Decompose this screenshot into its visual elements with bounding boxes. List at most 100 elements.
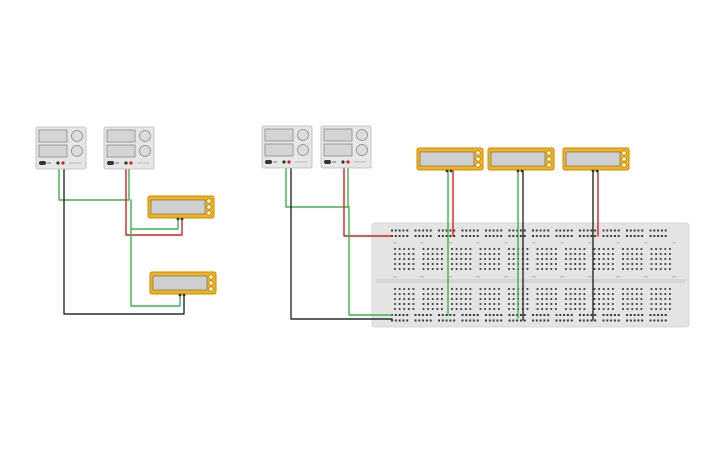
breadboard-hole[interactable]: [479, 303, 482, 305]
breadboard-hole[interactable]: [469, 268, 472, 270]
breadboard-hole[interactable]: [516, 319, 519, 322]
breadboard-hole[interactable]: [460, 288, 463, 290]
breadboard-hole[interactable]: [622, 288, 624, 290]
breadboard-hole[interactable]: [598, 263, 600, 265]
voltage-jack-icon[interactable]: [475, 156, 481, 162]
breadboard-hole[interactable]: [626, 303, 629, 305]
breadboard-hole[interactable]: [559, 229, 562, 232]
breadboard-hole[interactable]: [469, 258, 472, 260]
breadboard-hole[interactable]: [602, 303, 605, 305]
breadboard-hole[interactable]: [631, 288, 634, 290]
breadboard-hole[interactable]: [622, 293, 624, 295]
breadboard-hole[interactable]: [455, 263, 458, 265]
breadboard-hole[interactable]: [422, 319, 425, 322]
breadboard-hole[interactable]: [464, 253, 467, 255]
breadboard-hole[interactable]: [449, 235, 452, 237]
breadboard-hole[interactable]: [493, 248, 496, 250]
breadboard-hole[interactable]: [637, 235, 640, 237]
breadboard-hole[interactable]: [640, 288, 643, 290]
breadboard-hole[interactable]: [650, 288, 653, 290]
breadboard-hole[interactable]: [455, 248, 458, 250]
breadboard-hole[interactable]: [637, 319, 640, 322]
breadboard-hole[interactable]: [657, 235, 660, 237]
breadboard-hole[interactable]: [598, 308, 600, 310]
breadboard-hole[interactable]: [394, 253, 396, 255]
breadboard-hole[interactable]: [455, 298, 458, 300]
breadboard-hole[interactable]: [631, 303, 634, 305]
breadboard-hole[interactable]: [498, 248, 500, 250]
breadboard-hole[interactable]: [451, 268, 453, 270]
breadboard-hole[interactable]: [637, 229, 640, 232]
breadboard-hole[interactable]: [485, 229, 487, 232]
breadboard-hole[interactable]: [563, 235, 566, 237]
breadboard-hole[interactable]: [526, 248, 529, 250]
breadboard-hole[interactable]: [427, 258, 429, 260]
breadboard-hole[interactable]: [492, 229, 495, 232]
breadboard-hole[interactable]: [550, 248, 553, 250]
breadboard-hole[interactable]: [398, 308, 401, 310]
breadboard-hole[interactable]: [498, 303, 500, 305]
breadboard-hole[interactable]: [631, 253, 634, 255]
breadboard-hole[interactable]: [602, 319, 605, 322]
breadboard-hole[interactable]: [547, 235, 550, 237]
breadboard-hole[interactable]: [488, 308, 491, 310]
breadboard-hole[interactable]: [492, 235, 495, 237]
breadboard-hole[interactable]: [469, 263, 472, 265]
breadboard-hole[interactable]: [398, 314, 401, 316]
power-switch[interactable]: [107, 161, 114, 165]
breadboard-hole[interactable]: [407, 288, 410, 290]
breadboard-hole[interactable]: [493, 263, 496, 265]
breadboard-hole[interactable]: [493, 288, 496, 290]
breadboard-hole[interactable]: [563, 229, 566, 232]
breadboard-hole[interactable]: [431, 258, 434, 260]
breadboard-hole[interactable]: [508, 293, 510, 295]
breadboard-hole[interactable]: [664, 314, 667, 316]
breadboard-hole[interactable]: [626, 308, 629, 310]
breadboard-hole[interactable]: [583, 298, 586, 300]
breadboard-hole[interactable]: [441, 268, 443, 270]
breadboard-hole[interactable]: [402, 319, 405, 322]
breadboard-hole[interactable]: [660, 235, 663, 237]
breadboard-hole[interactable]: [565, 248, 567, 250]
breadboard-hole[interactable]: [598, 303, 600, 305]
breadboard-hole[interactable]: [640, 303, 643, 305]
breadboard-hole[interactable]: [526, 308, 529, 310]
breadboard-hole[interactable]: [664, 229, 667, 232]
breadboard-hole[interactable]: [578, 293, 581, 295]
breadboard-hole[interactable]: [519, 229, 522, 232]
breadboard-hole[interactable]: [441, 258, 443, 260]
breadboard-hole[interactable]: [394, 258, 396, 260]
breadboard-hole[interactable]: [479, 248, 482, 250]
breadboard-hole[interactable]: [508, 235, 511, 237]
breadboard-hole[interactable]: [512, 235, 515, 237]
breadboard-hole[interactable]: [422, 248, 425, 250]
breadboard-hole[interactable]: [406, 229, 409, 232]
breadboard-hole[interactable]: [612, 263, 614, 265]
breadboard-hole[interactable]: [536, 268, 539, 270]
breadboard-hole[interactable]: [598, 298, 600, 300]
breadboard-hole[interactable]: [555, 303, 557, 305]
breadboard-hole[interactable]: [464, 303, 467, 305]
breadboard-hole[interactable]: [485, 314, 487, 316]
breadboard-hole[interactable]: [664, 253, 667, 255]
voltage-knob-icon[interactable]: [297, 129, 309, 141]
breadboard-hole[interactable]: [488, 263, 491, 265]
breadboard-hole[interactable]: [412, 253, 415, 255]
breadboard-hole[interactable]: [412, 258, 415, 260]
breadboard-hole[interactable]: [602, 288, 605, 290]
breadboard-hole[interactable]: [607, 303, 610, 305]
breadboard-hole[interactable]: [403, 248, 406, 250]
breadboard-hole[interactable]: [664, 303, 667, 305]
breadboard-hole[interactable]: [594, 319, 597, 322]
breadboard-hole[interactable]: [394, 263, 396, 265]
breadboard-hole[interactable]: [626, 268, 629, 270]
breadboard-hole[interactable]: [407, 258, 410, 260]
breadboard-hole[interactable]: [484, 303, 486, 305]
breadboard-hole[interactable]: [602, 298, 605, 300]
breadboard-hole[interactable]: [398, 319, 401, 322]
com-jack-icon[interactable]: [206, 198, 212, 204]
breadboard-hole[interactable]: [532, 235, 534, 237]
breadboard-hole[interactable]: [541, 293, 543, 295]
breadboard-hole[interactable]: [550, 298, 553, 300]
breadboard-hole[interactable]: [492, 314, 495, 316]
